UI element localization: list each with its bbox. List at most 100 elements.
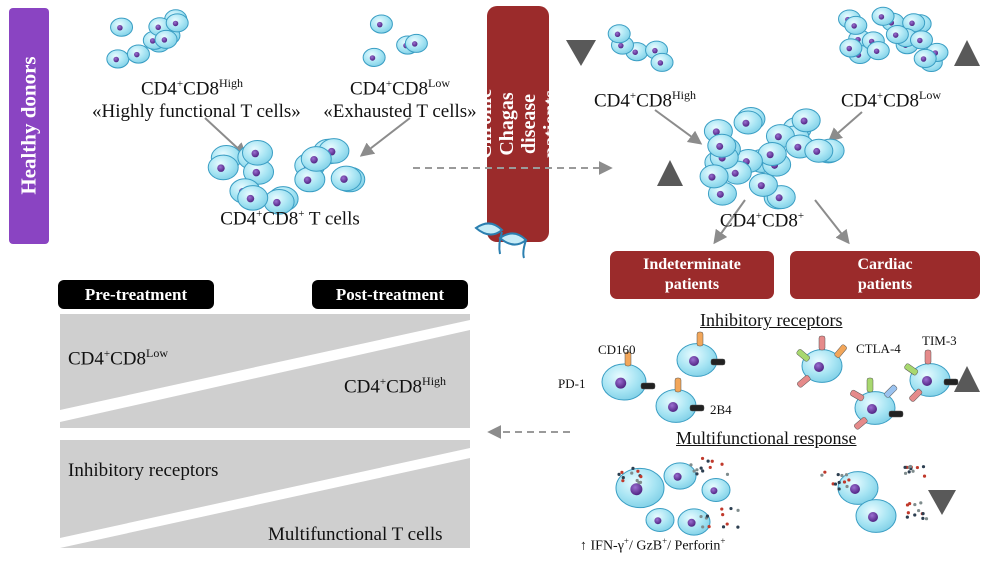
cytokine-dot-icon: [705, 514, 710, 518]
text: CD4: [349, 78, 386, 100]
patient-low-label: CD4+CD8Low: [826, 88, 956, 113]
cytokine-dot-icon: [908, 464, 913, 469]
healthy-donors-banner: Healthy donors: [9, 8, 49, 244]
cell-icon: [369, 14, 393, 34]
cell-icon: [615, 467, 665, 509]
cytokine-dot-icon: [903, 471, 908, 475]
cytokine-dot-icon: [823, 470, 827, 474]
cytokine-dot-icon: [700, 456, 705, 461]
treatment-low-label: CD4+CD8Low: [68, 346, 168, 371]
cytokine-dot-icon: [621, 479, 625, 483]
cardiac-patients-box: Cardiac patients: [790, 251, 980, 299]
cell-icon: [855, 499, 897, 533]
cytokine-dot-icon: [729, 506, 733, 511]
text: +: [176, 78, 184, 90]
text: CD4: [220, 208, 257, 230]
cell-icon: [844, 15, 868, 35]
text: CD8: [392, 78, 429, 100]
cytokine-dot-icon: [635, 478, 639, 483]
cytokine-dot-icon: [836, 472, 840, 477]
text: +: [256, 208, 263, 220]
up-triangle-icon: [954, 366, 980, 392]
cell-icon: [404, 33, 428, 53]
wedge-top: [60, 314, 470, 428]
up-triangle-icon: [954, 40, 980, 66]
down-triangle-icon: [566, 40, 596, 66]
cytokine-dot-icon: [695, 468, 699, 472]
cell-icon: [707, 133, 737, 158]
cytokine-dot-icon: [701, 525, 705, 529]
cell-icon: [165, 13, 189, 33]
multifunctional-title: Multifunctional response: [676, 428, 857, 448]
post-treatment-pill: Post-treatment: [312, 280, 468, 309]
patient-high-label: CD4+CD8High: [580, 88, 710, 113]
cytokine-dot-icon: [844, 473, 849, 477]
cytokine-dot-icon: [631, 466, 635, 470]
cytokine-dot-icon: [845, 484, 849, 489]
cell-icon: [106, 49, 130, 69]
text: +: [755, 210, 762, 222]
cell-icon: [871, 6, 895, 26]
cell-icon: [748, 172, 778, 197]
cell-icon: [154, 29, 178, 49]
cell-icon: [854, 391, 896, 425]
cytokine-dot-icon: [720, 507, 724, 511]
cytokine-dot-icon: [907, 470, 911, 474]
cytokine-dot-icon: [708, 465, 712, 470]
indeterminate-label: Indeterminate patients: [643, 256, 741, 293]
cytokine-dot-icon: [921, 516, 925, 520]
cell-icon: [804, 138, 834, 163]
cytokine-dot-icon: [707, 525, 711, 529]
arrow-icon: [359, 117, 411, 157]
cytokine-dot-icon: [721, 512, 725, 517]
healthy-high-desc: «Highly functional T cells»: [92, 101, 301, 123]
receptor-icon: [818, 335, 826, 351]
cytokine-dot-icon: [736, 508, 740, 512]
text: CD4: [140, 78, 177, 100]
down-triangle-icon: [928, 490, 956, 515]
text: CD4: [840, 90, 877, 112]
cell-icon: [655, 389, 697, 423]
treatment-inhibitory-label: Inhibitory receptors: [68, 460, 219, 481]
text: Low: [146, 346, 169, 360]
cytokine-dot-icon: [637, 481, 641, 485]
cytokine-dot-icon: [831, 482, 835, 486]
text: High: [219, 76, 244, 90]
cytokine-dot-icon: [842, 480, 847, 484]
receptor-icon: [866, 377, 874, 393]
cell-icon: [110, 17, 134, 37]
cell-icon: [237, 185, 269, 211]
cytokine-dot-icon: [699, 466, 703, 470]
cytokine-dot-icon: [905, 503, 910, 507]
healthy-low-desc: «Exhausted T cells»: [323, 101, 477, 123]
wedge-bottom: [60, 440, 470, 548]
patient-merged-label: CD4+CD8+: [712, 210, 812, 233]
text: +: [103, 348, 111, 360]
cytokine-dot-icon: [906, 511, 910, 515]
text: CD8: [762, 210, 798, 232]
cytokine-dot-icon: [924, 517, 929, 521]
cytokine-dot-icon: [847, 478, 851, 482]
cytokine-dot-icon: [639, 475, 643, 479]
cell-icon: [663, 462, 697, 490]
text: IFN-γ: [587, 538, 624, 554]
cell-icon: [362, 47, 386, 67]
cell-icon: [676, 343, 718, 377]
cytokine-dot-icon: [689, 463, 693, 467]
cell-icon: [866, 41, 890, 61]
cytokine-dot-icon: [911, 469, 915, 473]
receptor-icon: [696, 331, 704, 347]
receptor-icon: [640, 382, 656, 390]
cytokine-dot-icon: [695, 472, 699, 476]
text: +: [876, 90, 884, 102]
cytokine-dot-icon: [692, 469, 696, 473]
receptor-icon: [797, 375, 811, 388]
up-triangle-icon: [657, 160, 683, 186]
arrow-icon: [654, 109, 703, 145]
arrow-icon: [814, 199, 850, 245]
cell-icon: [241, 139, 273, 166]
indeterminate-patients-box: Indeterminate patients: [610, 251, 774, 299]
cytokine-dot-icon: [620, 470, 624, 474]
text: +: [379, 376, 387, 388]
cytokine-dot-icon: [905, 515, 909, 519]
